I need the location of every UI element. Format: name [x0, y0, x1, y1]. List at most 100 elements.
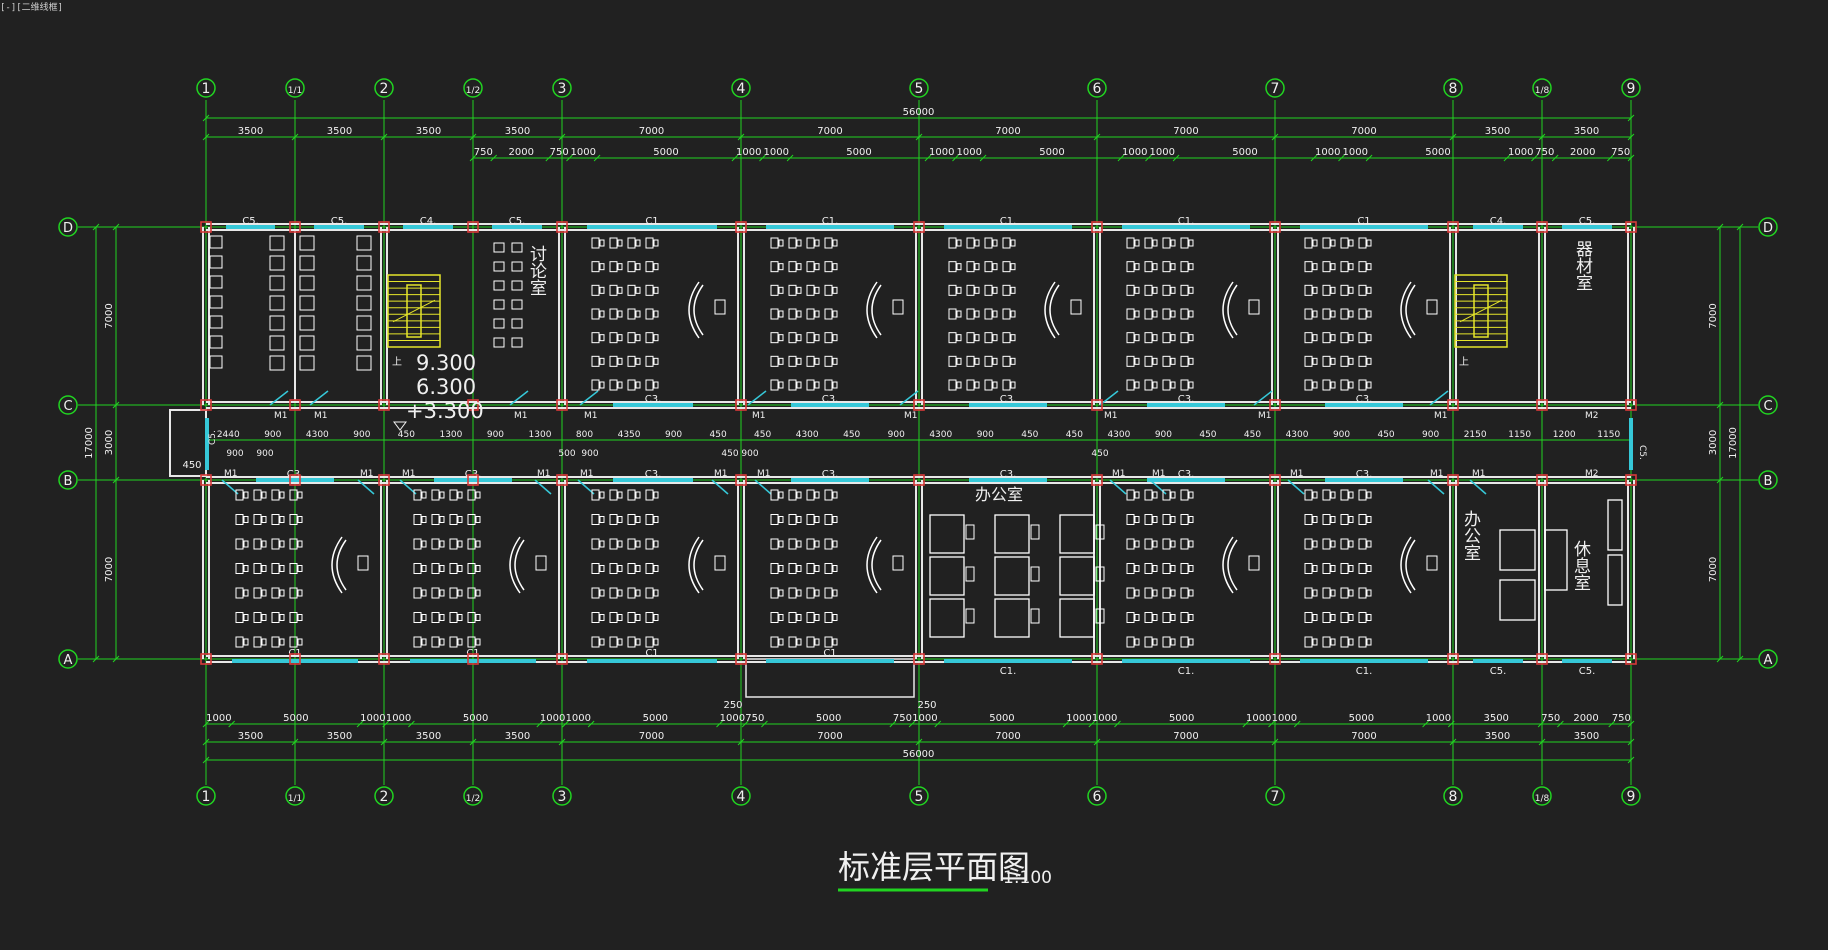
sofa	[1607, 554, 1623, 606]
chair	[599, 239, 605, 247]
desk	[788, 514, 797, 525]
desk	[1162, 284, 1171, 296]
chair	[796, 614, 802, 621]
dim-tick	[1627, 756, 1635, 764]
desk	[806, 379, 815, 391]
structural-column	[735, 399, 747, 411]
desk	[788, 587, 797, 599]
discussion-seat	[493, 242, 505, 253]
desk	[1358, 261, 1367, 273]
window-label: C3.	[1178, 469, 1195, 480]
axis-label: B	[1764, 474, 1773, 489]
chair	[475, 589, 481, 597]
chair	[457, 540, 463, 548]
desk	[1358, 332, 1367, 344]
desk	[1304, 587, 1313, 599]
desk	[1358, 489, 1367, 501]
dim-tick	[1365, 154, 1373, 162]
desk	[431, 514, 440, 525]
chair	[1348, 540, 1354, 548]
desk	[1126, 489, 1135, 501]
viewport-tab[interactable]: [-][二维线框]	[0, 3, 64, 13]
chair	[457, 614, 463, 621]
desk	[770, 563, 779, 574]
desk	[1162, 587, 1171, 599]
desk	[806, 355, 815, 367]
axis-bubble	[196, 786, 216, 806]
chair	[796, 565, 802, 572]
stair-well	[387, 274, 441, 348]
structural-column	[556, 399, 568, 411]
desk	[1180, 261, 1189, 273]
desk	[591, 612, 600, 623]
desk	[1358, 355, 1367, 367]
chair	[617, 263, 623, 271]
desk	[1340, 308, 1349, 320]
desk	[645, 261, 654, 273]
chair	[814, 589, 820, 597]
desk	[645, 308, 654, 320]
desk	[467, 587, 476, 599]
dim-text: 7000	[1173, 731, 1198, 742]
dim-text: 1300	[529, 430, 552, 440]
dim-text: 7000	[817, 126, 842, 137]
desk	[1340, 538, 1349, 550]
desk	[1162, 237, 1171, 249]
dim-text: 1000	[957, 147, 982, 158]
desk	[1358, 612, 1367, 623]
chair	[1134, 491, 1140, 499]
room-label-equipment: 器材室	[1572, 240, 1593, 291]
desk	[1162, 538, 1171, 550]
furniture	[209, 235, 1623, 648]
urinal	[209, 295, 223, 309]
lectern	[866, 281, 878, 339]
dim-tick	[1716, 223, 1724, 231]
chair	[1348, 239, 1354, 247]
dim-tick	[737, 133, 745, 141]
discussion-seat	[511, 261, 523, 272]
desk	[413, 612, 422, 623]
structural-column	[1269, 399, 1281, 411]
chair	[832, 491, 838, 499]
chair	[439, 638, 445, 646]
desk	[1358, 563, 1367, 574]
urinal	[209, 275, 223, 289]
dim-tick	[1537, 720, 1545, 728]
desk	[253, 612, 262, 623]
chair	[796, 638, 802, 646]
desk	[1304, 514, 1313, 525]
window-label: C1.	[1356, 666, 1373, 677]
chair	[1134, 263, 1140, 271]
structural-column	[378, 221, 390, 233]
dim-tick	[1716, 401, 1724, 409]
desk	[966, 284, 975, 296]
chair	[1170, 638, 1176, 646]
chair	[1134, 357, 1140, 365]
dim-tick	[112, 476, 120, 484]
chair	[832, 589, 838, 597]
dim-tick	[1538, 133, 1546, 141]
window-label: C1	[1357, 216, 1370, 227]
chair	[1312, 516, 1318, 523]
axis-bubble	[58, 649, 78, 669]
dim-tick	[1449, 133, 1457, 141]
desk	[609, 284, 618, 296]
window-label: C3.	[1178, 394, 1195, 405]
desk	[645, 563, 654, 574]
desk	[431, 538, 440, 550]
office-desk	[1499, 529, 1536, 571]
desk	[1162, 332, 1171, 344]
dim-text: 3500	[416, 126, 441, 137]
desk	[591, 514, 600, 525]
desk	[806, 332, 815, 344]
elevation-marker	[393, 421, 407, 431]
dim-tick	[593, 154, 601, 162]
chair	[653, 263, 659, 271]
chair	[1312, 310, 1318, 318]
desk	[824, 379, 833, 391]
chair	[279, 638, 285, 646]
desk	[806, 308, 815, 320]
lectern	[871, 539, 882, 591]
desk	[770, 636, 779, 648]
